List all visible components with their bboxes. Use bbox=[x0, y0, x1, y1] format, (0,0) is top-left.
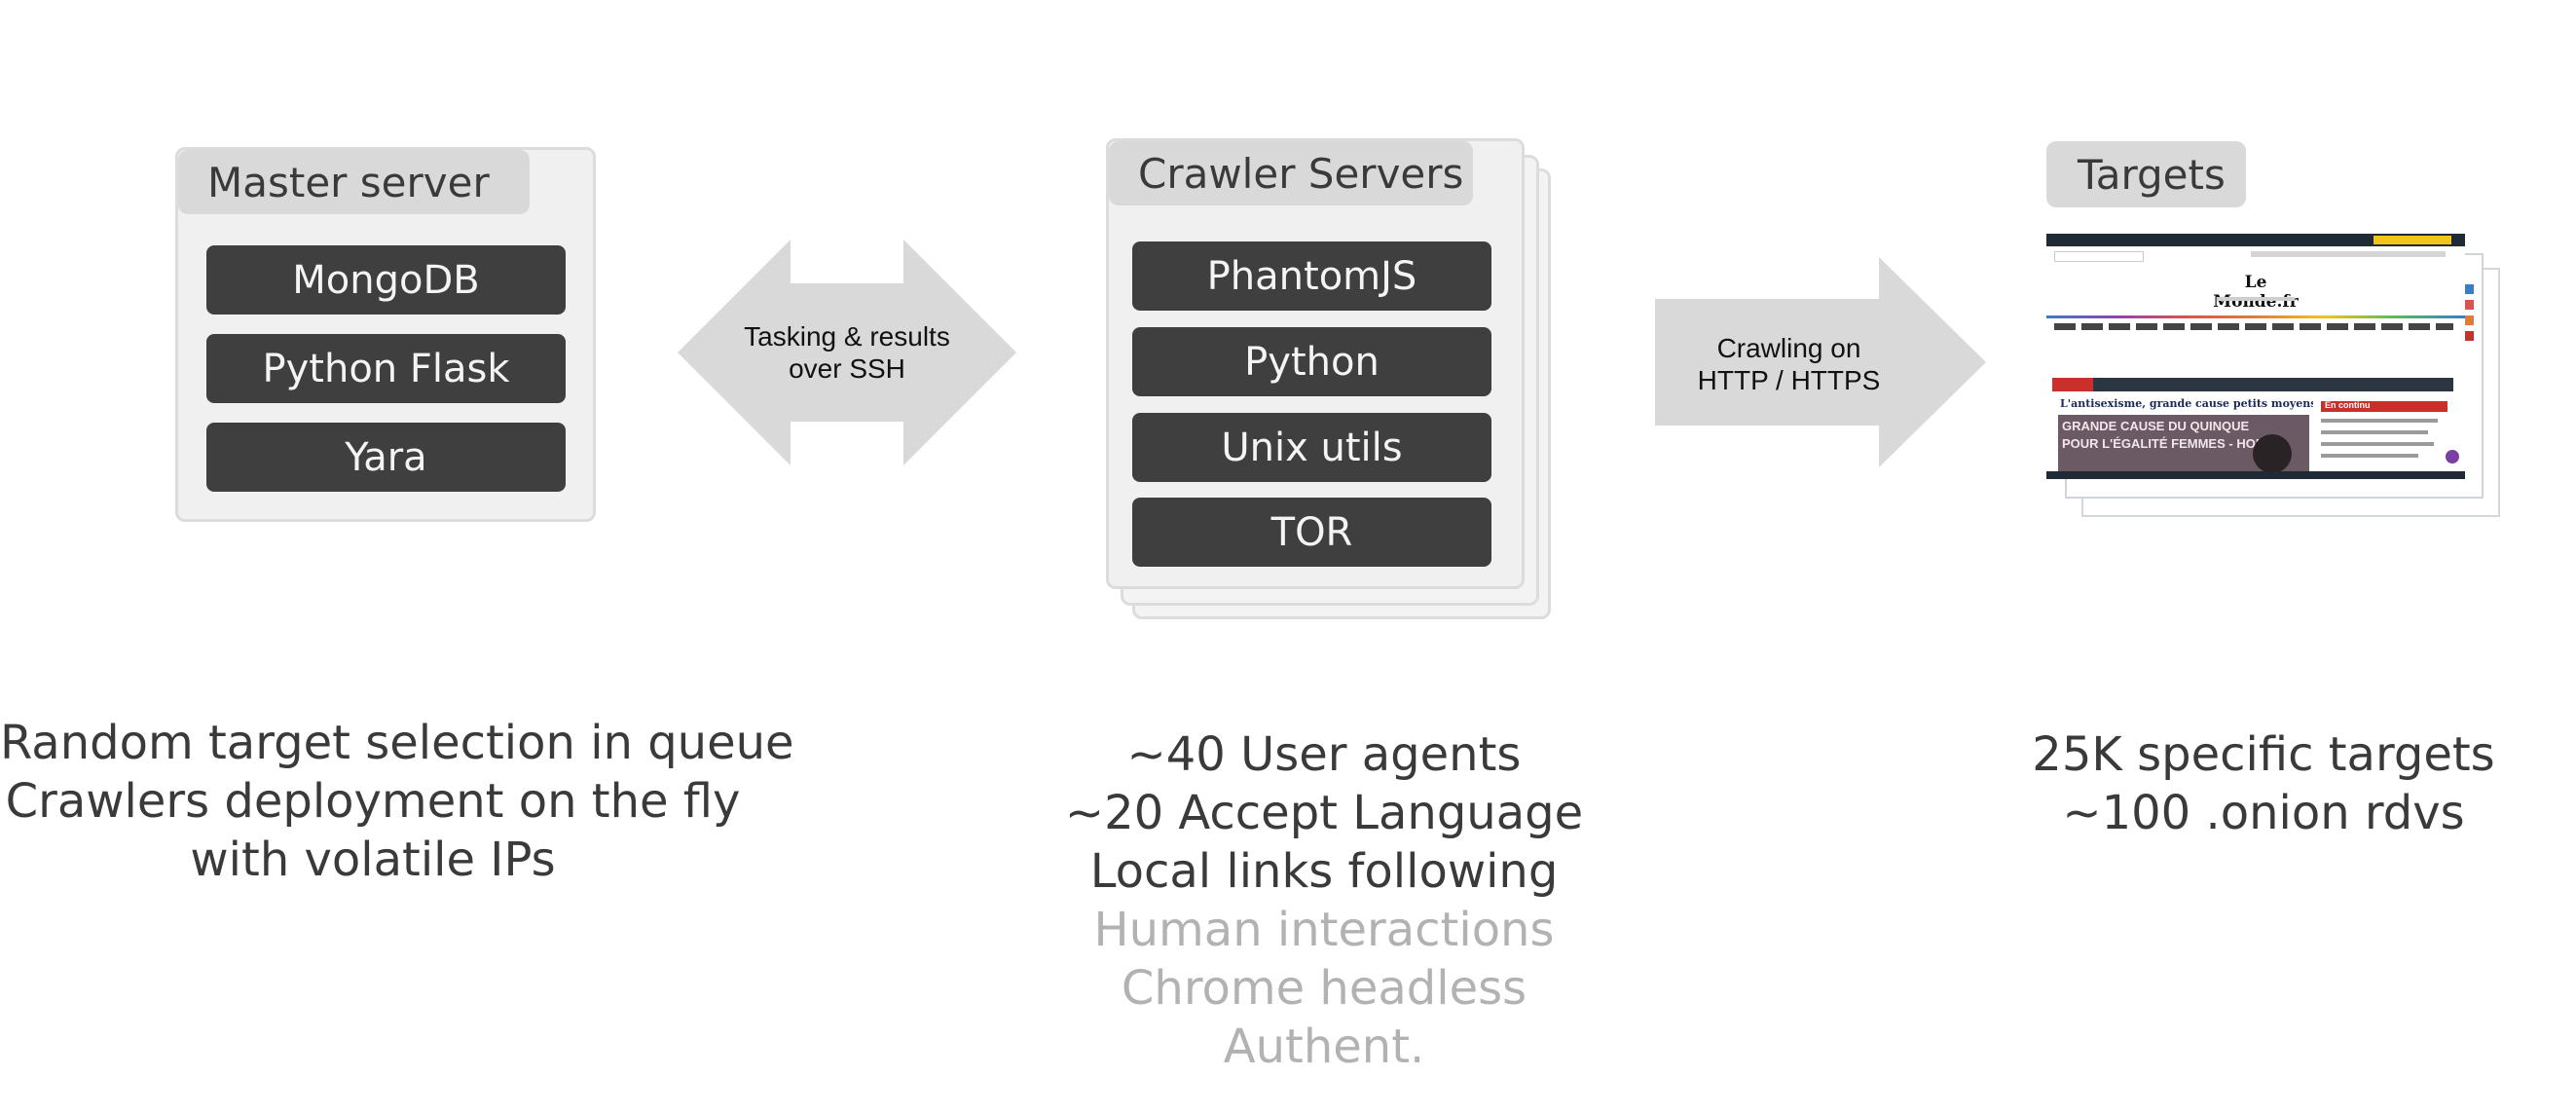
thumb-photo: GRANDE CAUSE DU QUINQUE POUR L'ÉGALITÉ F… bbox=[2058, 415, 2309, 473]
crawling-label-line1: Crawling on bbox=[1716, 333, 1861, 363]
unix-utils-pill: Unix utils bbox=[1132, 413, 1491, 482]
master-caption-line1: Random target selection in queue bbox=[0, 716, 794, 770]
thumb-banner-line2: POUR L'ÉGALITÉ FEMMES - HOMME bbox=[2062, 436, 2286, 451]
python-flask-pill: Python Flask bbox=[206, 334, 566, 403]
thumb-banner-line1: GRANDE CAUSE DU QUINQUE bbox=[2062, 419, 2250, 433]
crawling-arrow bbox=[1655, 257, 1986, 467]
tor-pill: TOR bbox=[1132, 498, 1491, 567]
crawling-arrow-shape bbox=[1655, 257, 1986, 467]
yara-pill: Yara bbox=[206, 423, 566, 492]
crawler-caption: ~40 User agents ~20 Accept Language Loca… bbox=[1032, 725, 1616, 1076]
crawler-caption-line2: ~20 Accept Language bbox=[1064, 786, 1584, 840]
crawling-label-line2: HTTP / HTTPS bbox=[1697, 365, 1881, 395]
tasking-double-arrow bbox=[678, 240, 1016, 465]
master-caption-line2: Crawlers deployment on the fly bbox=[5, 774, 741, 829]
tasking-arrow-label: Tasking & results over SSH bbox=[711, 320, 983, 385]
targets-caption-line2: ~100 .onion rdvs bbox=[2062, 786, 2465, 840]
thumb-side-heading-text: En continu bbox=[2325, 400, 2371, 410]
crawler-caption-line3: Local links following bbox=[1089, 844, 1559, 899]
thumb-logo: Le Monde.fr bbox=[2213, 273, 2299, 312]
double-arrow-shape bbox=[678, 240, 1016, 465]
master-server-title: Master server bbox=[178, 150, 530, 214]
thumb-section-bar bbox=[2052, 378, 2453, 391]
master-caption: Random target selection in queue Crawler… bbox=[0, 714, 794, 889]
target-webpage-thumbnail: Le Monde.fr L'antisexisme, grande cause … bbox=[2046, 234, 2465, 479]
tasking-label-line1: Tasking & results bbox=[744, 321, 950, 352]
targets-caption-line1: 25K specific targets bbox=[2032, 727, 2495, 782]
mongodb-pill: MongoDB bbox=[206, 245, 566, 315]
crawler-caption-line5: Chrome headless bbox=[1121, 961, 1527, 1016]
thumb-bottom-bar bbox=[2046, 471, 2465, 479]
thumb-nav-row bbox=[2054, 323, 2453, 330]
crawler-servers-title: Crawler Servers bbox=[1109, 141, 1473, 205]
python-pill: Python bbox=[1132, 327, 1491, 396]
crawler-caption-line4: Human interactions bbox=[1093, 903, 1555, 957]
master-caption-line3: with volatile IPs bbox=[190, 833, 556, 887]
targets-title: Targets bbox=[2046, 141, 2246, 207]
tasking-label-line2: over SSH bbox=[789, 353, 905, 384]
thumb-side-heading: En continu bbox=[2321, 400, 2447, 412]
thumb-top-bar bbox=[2046, 234, 2465, 246]
crawler-caption-line6: Authent. bbox=[1223, 1019, 1425, 1074]
phantomjs-pill: PhantomJS bbox=[1132, 241, 1491, 311]
crawler-caption-line1: ~40 User agents bbox=[1126, 727, 1522, 782]
crawling-arrow-label: Crawling on HTTP / HTTPS bbox=[1655, 332, 1923, 396]
thumb-color-strip bbox=[2046, 315, 2465, 318]
thumb-headline: L'antisexisme, grande cause petits moyen… bbox=[2060, 397, 2313, 410]
targets-caption: 25K specific targets ~100 .onion rdvs bbox=[2006, 725, 2521, 842]
